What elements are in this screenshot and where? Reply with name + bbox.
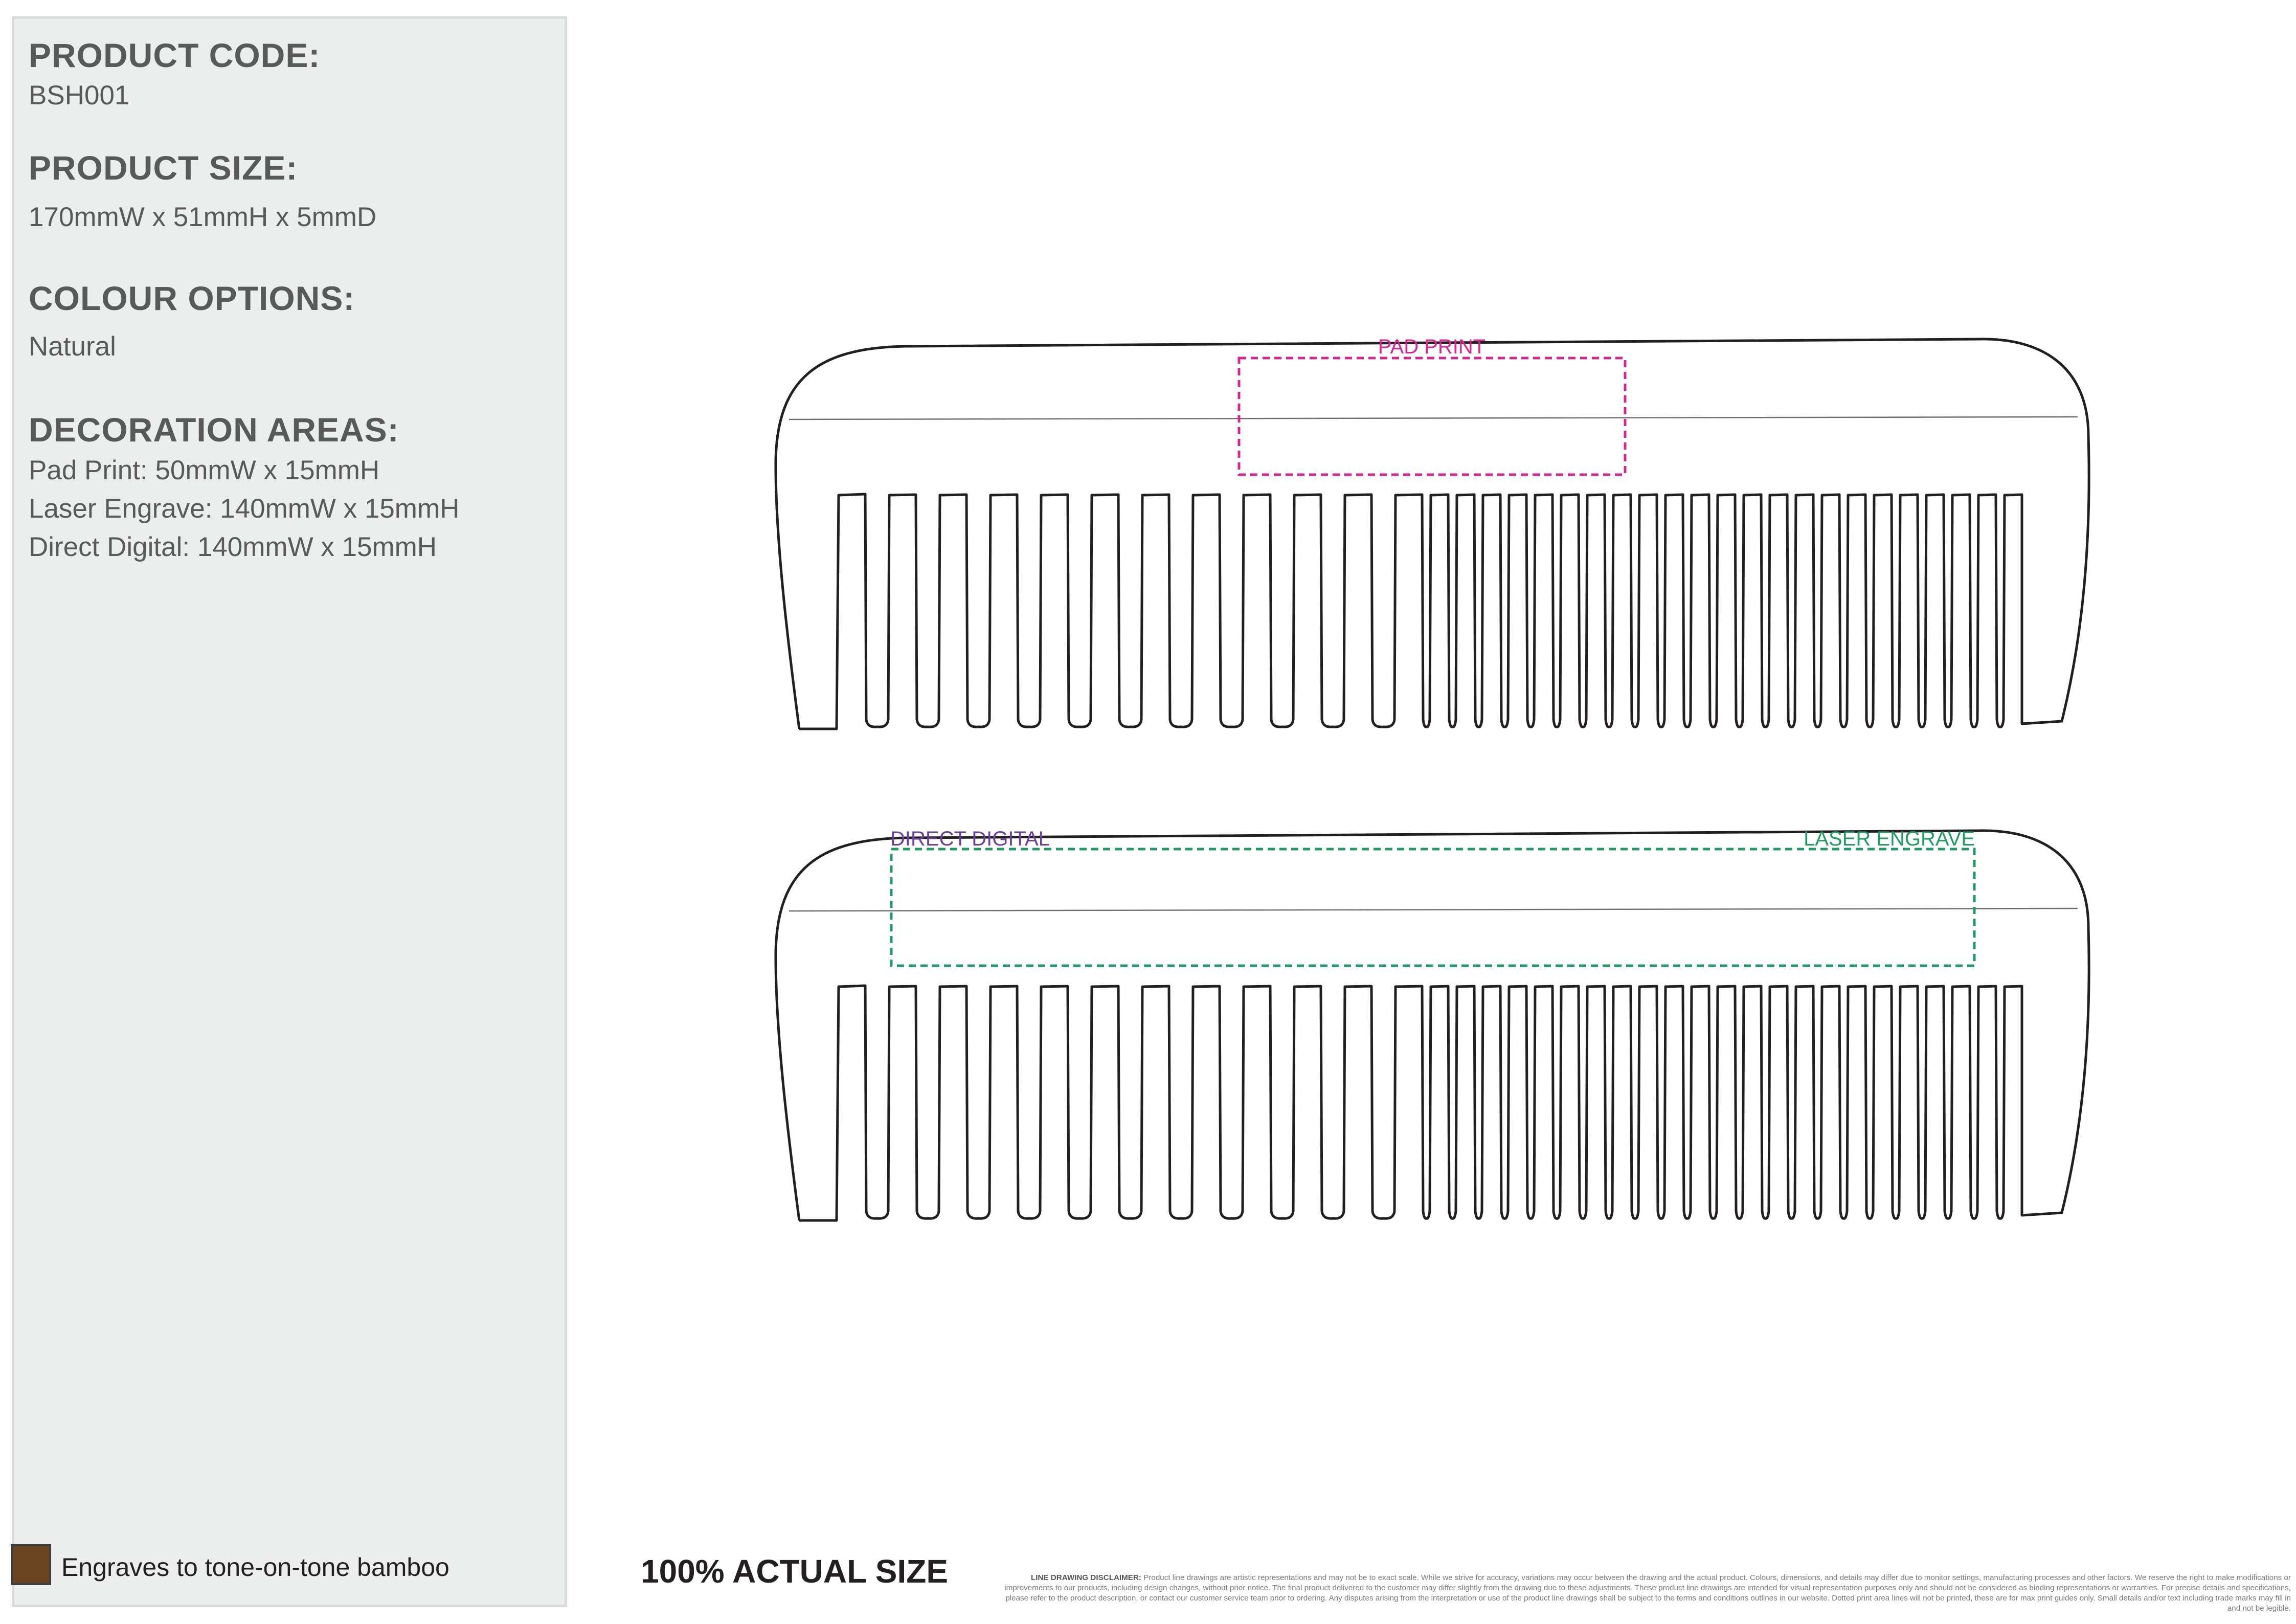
comb-outline <box>774 829 2090 1222</box>
pad-print-label: PAD PRINT <box>1378 336 1485 358</box>
actual-size-note: 100% ACTUAL SIZE <box>641 1553 949 1590</box>
disclaimer-text: Product line drawings are artistic repre… <box>1004 1573 2291 1613</box>
decoration-area-direct-digital: Direct Digital: 140mmW x 15mmH <box>29 532 437 562</box>
comb-top-view: PAD PRINT <box>774 336 2090 730</box>
swatch-label: Engraves to tone-on-tone bamboo <box>61 1553 449 1582</box>
product-spec-panel: PRODUCT CODE: BSH001 PRODUCT SIZE: 170mm… <box>12 16 567 1607</box>
comb-outline <box>774 338 2090 730</box>
pad-print-area <box>1237 357 1627 476</box>
laser-engrave-label: LASER ENGRAVE <box>1804 828 1975 850</box>
decoration-areas-heading: DECORATION AREAS: <box>29 411 399 449</box>
disclaimer-title: LINE DRAWING DISCLAIMER: <box>1030 1573 1141 1582</box>
line-drawing-disclaimer: LINE DRAWING DISCLAIMER: Product line dr… <box>1002 1573 2291 1614</box>
decoration-area-laser-engrave: Laser Engrave: 140mmW x 15mmH <box>29 494 460 524</box>
product-code-heading: PRODUCT CODE: <box>29 36 321 74</box>
colour-options-heading: COLOUR OPTIONS: <box>29 279 355 317</box>
comb-spine-line <box>789 907 2078 912</box>
product-code-value: BSH001 <box>29 80 130 110</box>
colour-swatch <box>11 1544 51 1585</box>
colour-options-value: Natural <box>29 331 116 362</box>
direct-digital-label: DIRECT DIGITAL <box>890 828 1050 850</box>
decoration-area-pad-print: Pad Print: 50mmW x 15mmH <box>29 455 380 485</box>
comb-bottom-view: DIRECT DIGITAL LASER ENGRAVE <box>774 828 2090 1222</box>
product-size-value: 170mmW x 51mmH x 5mmD <box>29 202 377 232</box>
laser-engrave-area <box>890 848 1976 967</box>
product-size-heading: PRODUCT SIZE: <box>29 149 298 187</box>
comb-spine-line <box>789 416 2078 420</box>
